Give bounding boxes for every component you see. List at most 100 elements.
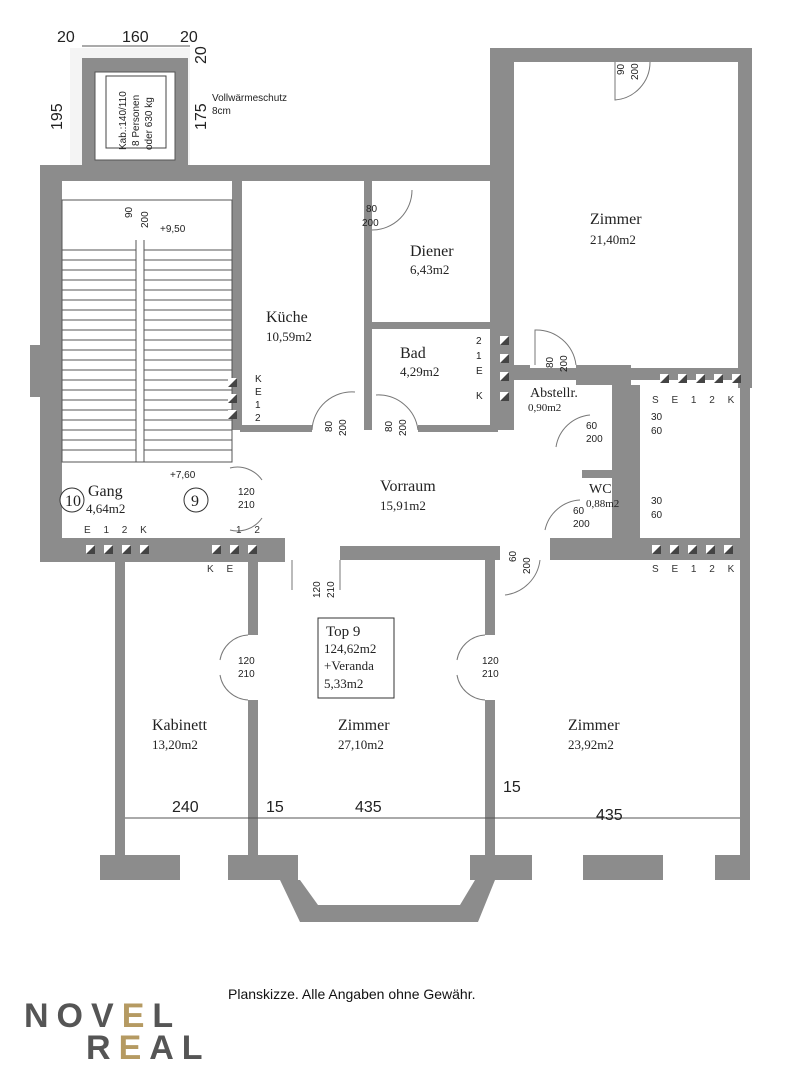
svg-text:6,43m2: 6,43m2	[410, 262, 449, 277]
svg-text:120: 120	[482, 656, 499, 667]
svg-text:1: 1	[476, 351, 482, 362]
svg-text:160: 160	[122, 29, 149, 46]
svg-text:435: 435	[355, 799, 382, 816]
chimney-vent	[86, 545, 95, 554]
svg-text:200: 200	[398, 419, 409, 436]
chimney-vent	[228, 378, 237, 387]
svg-text:K: K	[255, 374, 262, 385]
svg-text:90: 90	[124, 206, 135, 218]
chimney-vent	[228, 394, 237, 403]
bottom-dimensions: 240 15 435 15 435	[125, 779, 740, 824]
chimney-vent	[714, 374, 723, 383]
svg-text:4,29m2: 4,29m2	[400, 364, 439, 379]
svg-text:60: 60	[651, 510, 663, 521]
svg-text:23,92m2: 23,92m2	[568, 737, 614, 752]
room-zimmer-top: Zimmer	[590, 211, 642, 228]
room-kabinett: Kabinett	[152, 717, 208, 734]
chimney-vent	[228, 410, 237, 419]
chimney-vent	[660, 374, 669, 383]
svg-text:S E 1 2 K: S E 1 2 K	[652, 395, 739, 406]
svg-text:2: 2	[255, 413, 261, 424]
svg-text:0,88m2: 0,88m2	[586, 498, 619, 510]
svg-text:5,33m2: 5,33m2	[324, 676, 363, 691]
svg-text:200: 200	[338, 419, 349, 436]
svg-text:2: 2	[476, 336, 482, 347]
chimney-vent	[140, 545, 149, 554]
svg-text:90: 90	[616, 63, 627, 75]
svg-text:200: 200	[362, 218, 379, 229]
svg-text:1 2: 1 2	[236, 525, 265, 536]
chimney-vent	[706, 545, 715, 554]
chimney-vent	[500, 392, 509, 401]
room-bad: Bad	[400, 345, 426, 362]
chimney-vent	[500, 372, 509, 381]
room-wc: WC	[589, 482, 612, 497]
chimney-vent	[122, 545, 131, 554]
svg-text:120: 120	[312, 581, 323, 598]
svg-text:15: 15	[503, 779, 521, 796]
room-diener: Diener	[410, 243, 454, 260]
svg-text:Kab.:140/110: Kab.:140/110	[118, 91, 129, 150]
chimney-vent	[500, 354, 509, 363]
room-abstellr: Abstellr.	[530, 386, 578, 401]
svg-text:Vollwärmeschutz: Vollwärmeschutz	[212, 93, 287, 104]
chimney-vent	[230, 545, 239, 554]
svg-text:0,90m2: 0,90m2	[528, 402, 561, 414]
svg-text:20: 20	[193, 46, 210, 64]
room-gang: Gang	[88, 483, 123, 500]
room-zimmer-right: Zimmer	[568, 717, 620, 734]
svg-text:30: 30	[651, 412, 663, 423]
chimney-vent	[652, 545, 661, 554]
svg-text:210: 210	[482, 669, 499, 680]
svg-text:K E: K E	[207, 564, 238, 575]
svg-text:20: 20	[180, 29, 198, 46]
chimney-vent	[724, 545, 733, 554]
chimney-labels: K E 1 2 2 1 E K S E 1 2 K S E 1 2 K E 1 …	[84, 336, 739, 575]
svg-text:200: 200	[630, 63, 641, 80]
room-zimmer-mid: Zimmer	[338, 717, 390, 734]
svg-text:+9,50: +9,50	[160, 224, 186, 235]
svg-text:8 Personen: 8 Personen	[131, 95, 142, 146]
svg-text:60: 60	[508, 550, 519, 562]
svg-text:10: 10	[65, 493, 81, 510]
chimney-vent	[688, 545, 697, 554]
svg-text:4,64m2: 4,64m2	[86, 501, 125, 516]
svg-text:435: 435	[596, 807, 623, 824]
svg-text:+7,60: +7,60	[170, 470, 196, 481]
svg-text:15,91m2: 15,91m2	[380, 498, 426, 513]
chimney-vent	[104, 545, 113, 554]
svg-text:10,59m2: 10,59m2	[266, 329, 312, 344]
chimney-vent	[670, 545, 679, 554]
svg-text:1: 1	[255, 400, 261, 411]
svg-text:80: 80	[545, 356, 556, 368]
chimney-vents	[86, 336, 741, 554]
svg-text:20: 20	[57, 29, 75, 46]
chimney-vent	[248, 545, 257, 554]
svg-text:120: 120	[238, 487, 255, 498]
svg-text:80: 80	[366, 204, 378, 215]
staircase: 10 9 90 200 +9,50 +7,60	[59, 199, 233, 513]
svg-text:27,10m2: 27,10m2	[338, 737, 384, 752]
svg-text:30: 30	[651, 496, 663, 507]
svg-text:124,62m2: 124,62m2	[324, 641, 376, 656]
room-vorraum: Vorraum	[380, 478, 436, 495]
svg-text:120: 120	[238, 656, 255, 667]
svg-text:60: 60	[586, 421, 598, 432]
svg-text:210: 210	[238, 500, 255, 511]
elevator-shaft: Kab.:140/110 8 Personen oder 630 kg 20 1…	[49, 29, 287, 170]
novel-real-logo: NOVEL REAL	[24, 997, 211, 1067]
svg-text:E: E	[476, 366, 483, 377]
svg-text:200: 200	[586, 434, 603, 445]
svg-text:13,20m2: 13,20m2	[152, 737, 198, 752]
svg-text:60: 60	[573, 506, 585, 517]
svg-text:E 1 2 K: E 1 2 K	[84, 525, 152, 536]
svg-text:200: 200	[140, 211, 151, 228]
walls	[30, 48, 752, 922]
svg-text:200: 200	[559, 355, 570, 372]
svg-text:200: 200	[573, 519, 590, 530]
svg-text:15: 15	[266, 799, 284, 816]
svg-text:+Veranda: +Veranda	[324, 658, 374, 673]
disclaimer-note: Planskizze. Alle Angaben ohne Gewähr.	[228, 986, 476, 1002]
svg-text:200: 200	[522, 557, 533, 574]
